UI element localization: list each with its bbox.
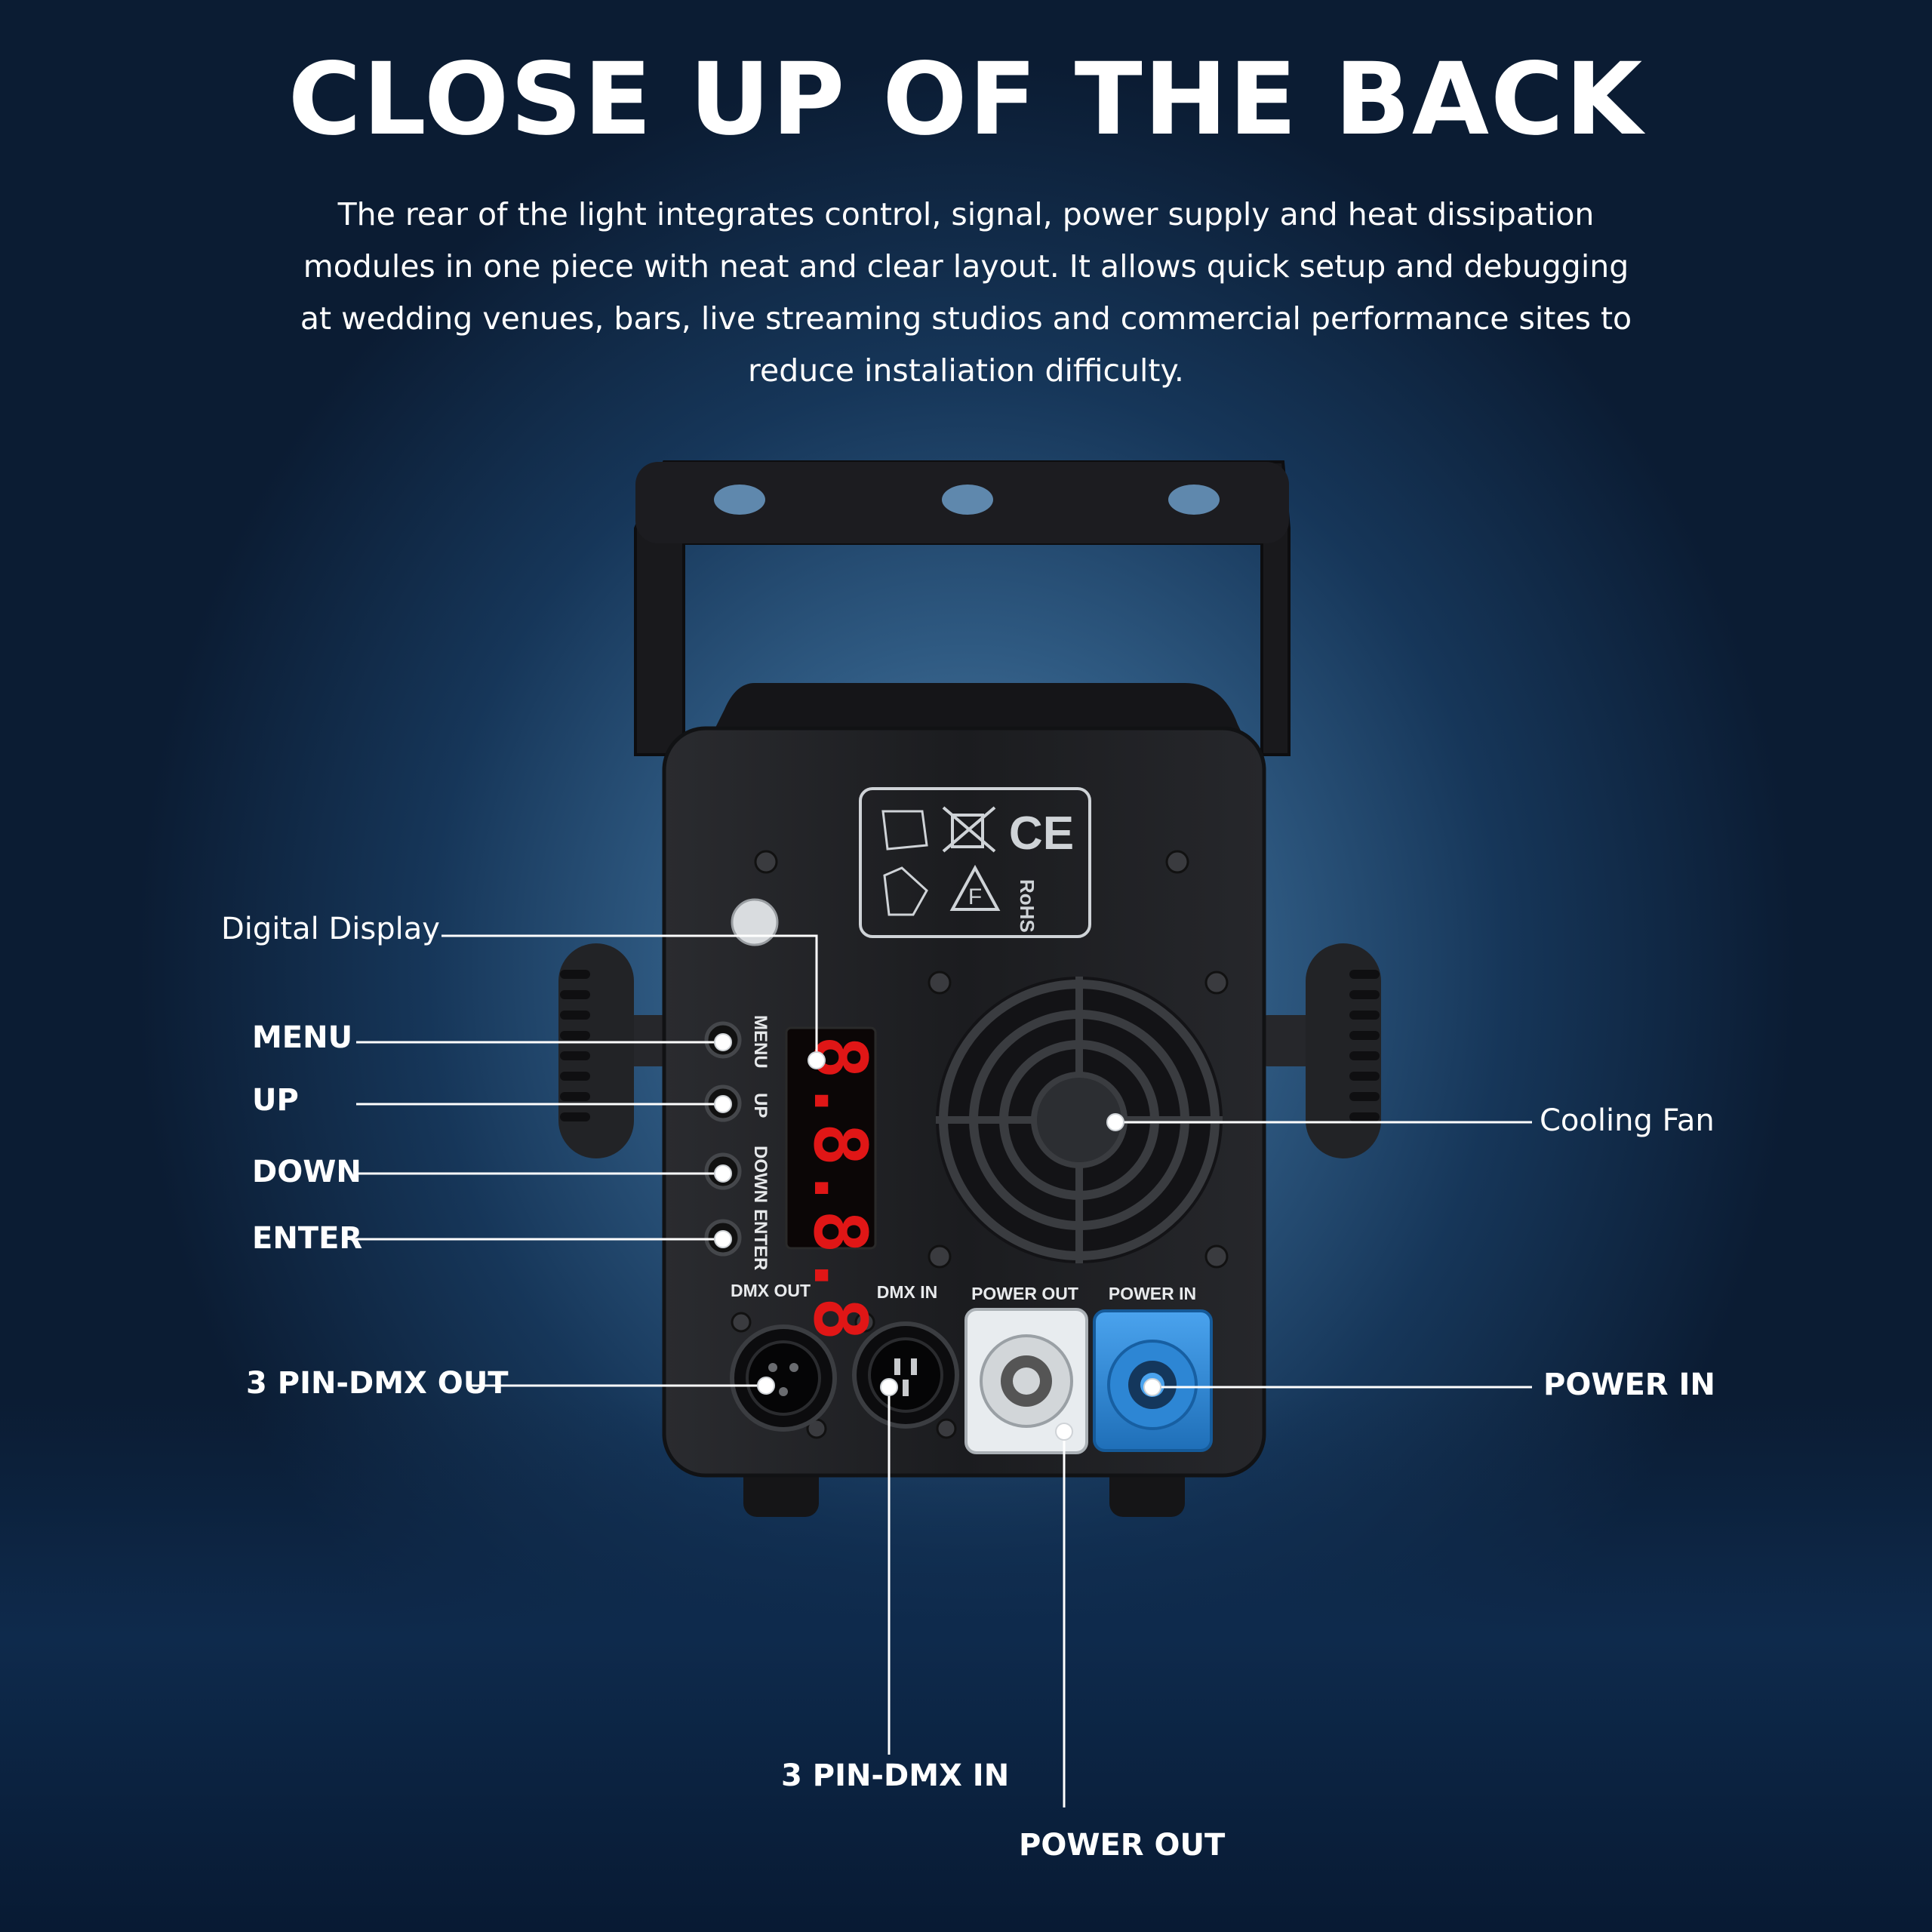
panel-label-enter: ENTER [750, 1209, 771, 1270]
ce-mark: CE [1009, 808, 1074, 860]
callout-power-in: POWER IN [1543, 1367, 1715, 1402]
page-description: The rear of the light integrates control… [300, 196, 1632, 389]
page-title: CLOSE UP OF THE BACK [288, 42, 1644, 158]
svg-text:F: F [968, 884, 982, 909]
panel-label-menu: MENU [750, 1015, 771, 1069]
dmx-in-connector[interactable] [852, 1321, 959, 1429]
callout-digital-display: Digital Display [221, 912, 440, 946]
callout-dmx-out: 3 PIN-DMX OUT [246, 1366, 509, 1401]
weee-bin-icon [942, 806, 996, 853]
mounting-bracket [634, 460, 1291, 756]
callout-dots [714, 1033, 1161, 1441]
callout-cooling-fan: Cooling Fan [1540, 1103, 1715, 1138]
callout-menu: MENU [252, 1020, 353, 1055]
panel-label-up: UP [750, 1093, 771, 1118]
digital-display: 8.8.8.8. [785, 1026, 882, 1384]
callout-enter: ENTER [252, 1221, 363, 1256]
callout-down: DOWN [252, 1155, 361, 1189]
panel-label-power-out: POWER OUT [971, 1284, 1078, 1303]
dmx-out-connector[interactable] [730, 1324, 837, 1432]
fuse-holder [731, 898, 779, 946]
rohs-mark: RoHS [1016, 879, 1038, 933]
display-readout: 8.8.8.8. [798, 1035, 882, 1384]
panel-label-dmx-out: DMX OUT [731, 1281, 811, 1300]
callout-power-out: POWER OUT [1019, 1828, 1226, 1863]
cooling-fan [936, 977, 1223, 1263]
panel-label-power-in: POWER IN [1109, 1284, 1196, 1303]
panel-label-down: DOWN [750, 1146, 771, 1203]
callout-dmx-in: 3 PIN-DMX IN [781, 1758, 1010, 1793]
right-knob [1253, 943, 1381, 1158]
power-out-connector[interactable] [964, 1308, 1088, 1454]
floor-shadow [0, 1396, 1932, 1932]
callout-up: UP [252, 1083, 299, 1118]
panel-label-dmx-in: DMX IN [877, 1282, 938, 1302]
certification-marks: CE F RoHS [859, 787, 1091, 938]
callout-lines [355, 934, 1532, 1807]
